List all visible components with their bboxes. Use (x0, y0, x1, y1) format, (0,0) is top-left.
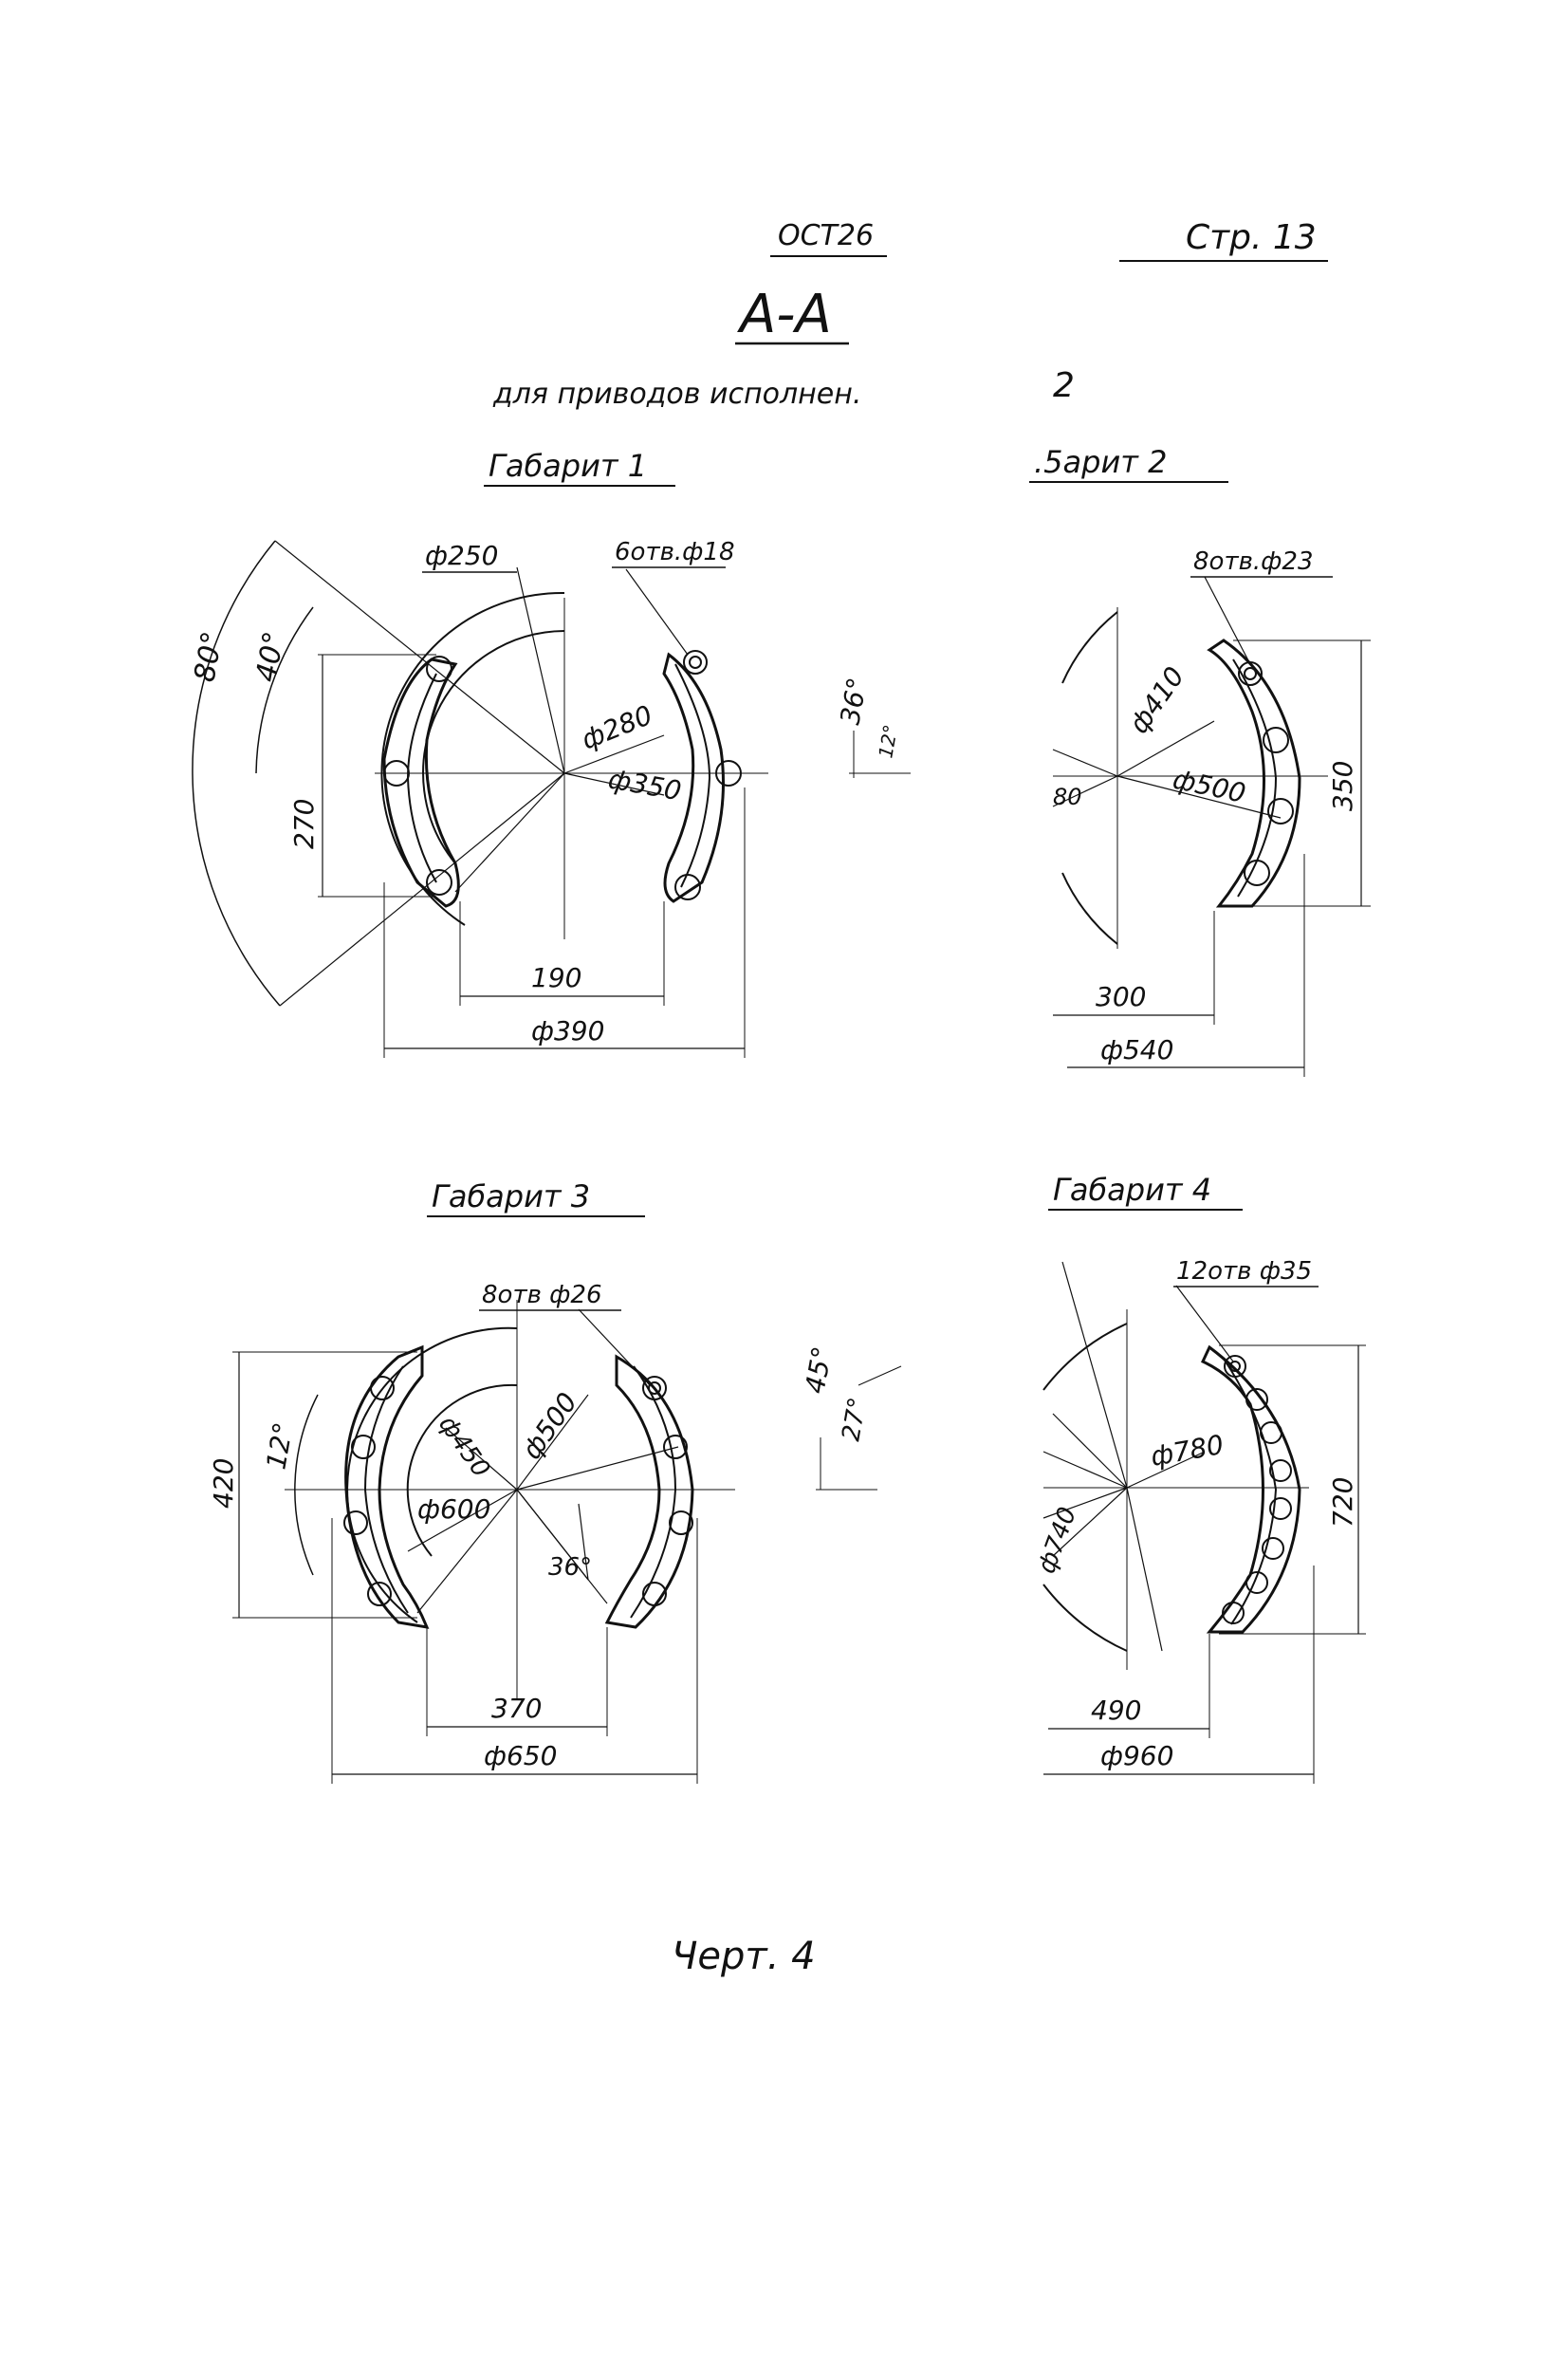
dim-angle-b: 36° (548, 1553, 592, 1582)
dim-holes: 8отв.ф23 (1193, 547, 1314, 576)
dim-width: 190 (531, 962, 581, 993)
side-angles-top: 36° 12° (834, 676, 911, 778)
view-title: Габарит 3 (432, 1178, 590, 1214)
figure-label: Черт. 4 (672, 1935, 816, 1978)
dim-diameter-c: ф600 (417, 1493, 490, 1525)
dim-diameter-b: ф500 (1171, 764, 1249, 809)
header: ОСТ26 Стр. 13 А-А для приводов исполнен.… (492, 218, 1328, 411)
dim-height: 350 (1327, 761, 1358, 811)
side-angle-b: 12° (874, 723, 902, 760)
view-gabarit-1: Габарит 1 (188, 448, 768, 1058)
dim-width: 300 (1096, 981, 1146, 1012)
dim-height: 720 (1327, 1477, 1358, 1528)
dim-diameter-c: ф350 (606, 763, 684, 806)
variant-number: 2 (1053, 366, 1075, 405)
dim-height: 420 (208, 1458, 239, 1509)
dim-width: 490 (1091, 1695, 1141, 1726)
dim-overall: ф540 (1100, 1034, 1173, 1065)
dim-diameter-b: ф500 (516, 1387, 583, 1465)
flange-right (1207, 639, 1301, 908)
view-title: .5арит 2 (1034, 444, 1167, 480)
dim-angle: 80 (1053, 784, 1082, 810)
dim-holes: 6отв.ф18 (615, 538, 735, 566)
dim-diameter-a: ф780 (1148, 1429, 1226, 1473)
dim-diameter-a: ф450 (433, 1411, 495, 1483)
dim-holes: 8отв ф26 (482, 1281, 602, 1309)
dim-angle-a: 12° (260, 1420, 299, 1473)
dim-diameter-b: ф280 (577, 699, 656, 756)
view-gabarit-2: .5арит 2 8отв.ф23 ф410 ф500 80 350 300 ф… (1029, 444, 1371, 1077)
dim-angle-b: 40° (249, 629, 291, 684)
dim-overall: ф390 (531, 1015, 604, 1047)
dim-overall: ф960 (1100, 1740, 1173, 1771)
section-title: А-А (737, 284, 832, 345)
flange-right (604, 1354, 694, 1629)
side-angles-bottom: 45° 27° (799, 1344, 902, 1491)
flange-right (662, 652, 725, 903)
standard-code: ОСТ26 (778, 219, 874, 252)
view-title: Габарит 1 (489, 448, 647, 484)
subtitle: для приводов исполнен. (492, 378, 861, 411)
view-gabarit-3: Габарит 3 (208, 1178, 735, 1784)
dim-width: 370 (491, 1693, 542, 1724)
side-angle-a: 36° (834, 676, 873, 728)
side-angle-a: 45° (799, 1344, 838, 1397)
dim-diameter-a: ф250 (425, 540, 498, 571)
dim-height: 270 (288, 799, 320, 849)
dim-overall: ф650 (484, 1740, 557, 1771)
page-number: Стр. 13 (1186, 218, 1317, 257)
view-title: Габарит 4 (1053, 1172, 1211, 1208)
dim-diameter-a: ф410 (1123, 661, 1190, 739)
dim-angle-a: 80° (188, 629, 230, 684)
view-gabarit-4: Габарит 4 12отв ф35 ф780 (1032, 1172, 1366, 1784)
side-angle-b: 27° (837, 1396, 873, 1444)
flange-left (382, 658, 460, 908)
dim-diameter-b: ф740 (1032, 1504, 1082, 1578)
dim-holes: 12отв ф35 (1176, 1257, 1312, 1286)
